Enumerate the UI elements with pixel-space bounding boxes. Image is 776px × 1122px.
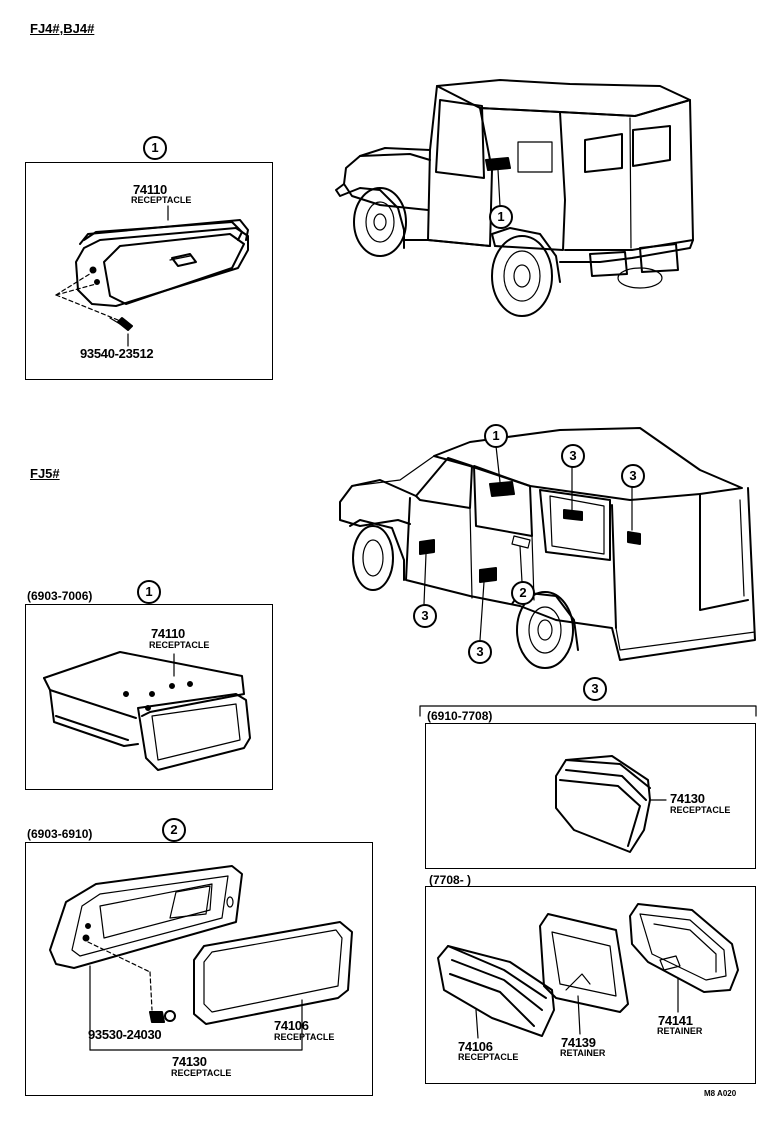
- box-fj4-receptacle: [25, 162, 273, 380]
- fj4-receptacle-illustration: [55, 205, 249, 347]
- part-caption-receptacle-74106-box4: RECEPTACLE: [458, 1052, 519, 1062]
- diagram-code: M8 A020: [704, 1089, 737, 1098]
- box-6903-6910: [25, 842, 373, 1096]
- fj5-mid-receptacle-illustration: [49, 865, 353, 1051]
- callout-3-fj5-vehicle-front: 3: [413, 604, 437, 628]
- part-caption-receptacle-fj5: RECEPTACLE: [149, 640, 210, 650]
- group-header-fj5: FJ5#: [30, 466, 60, 481]
- part-number-74139: 74139: [561, 1035, 596, 1050]
- callout-3-fj5-vehicle-roof-a: 3: [561, 444, 585, 468]
- part-caption-retainer-74141: RETAINER: [657, 1026, 703, 1036]
- fj4-vehicle-illustration: [335, 79, 694, 317]
- range-label-7708: (7708- ): [429, 873, 472, 887]
- callout-1-box-6903-7006: 1: [137, 580, 161, 604]
- part-caption-receptacle-74130-box3: RECEPTACLE: [670, 805, 731, 815]
- callout-1-fj5-vehicle: 1: [484, 424, 508, 448]
- group3-late-parts-illustration: [437, 903, 739, 1039]
- callout-2-box-6903-6910: 2: [162, 818, 186, 842]
- fj5-early-receptacle-illustration: [43, 651, 251, 771]
- fj5-vehicle-illustration: [339, 427, 756, 669]
- callout-3-fj5-vehicle-rear: 3: [468, 640, 492, 664]
- part-caption-receptacle-74106-box2: RECEPTACLE: [274, 1032, 335, 1042]
- callout-3-fj5-vehicle-roof-b: 3: [621, 464, 645, 488]
- group3-bracket: [419, 705, 757, 717]
- range-label-6903-7006: (6903-7006): [27, 589, 93, 603]
- part-caption-retainer-74139: RETAINER: [560, 1048, 606, 1058]
- range-label-6903-6910: (6903-6910): [27, 827, 93, 841]
- group-header-fj4: FJ4#,BJ4#: [30, 21, 95, 36]
- fj5-callout-leaders: [423, 445, 633, 641]
- part-caption-receptacle-fj4: RECEPTACLE: [131, 195, 192, 205]
- box-6903-7006: [25, 604, 273, 790]
- callout-3-group: 3: [583, 677, 607, 701]
- range-label-6910-7708: (6910-7708): [427, 709, 493, 723]
- part-number-93540-23512: 93540-23512: [80, 346, 154, 361]
- part-number-74130-box3: 74130: [670, 791, 705, 806]
- part-number-74106-box4: 74106: [458, 1039, 493, 1054]
- part-number-74130-box2: 74130: [172, 1054, 207, 1069]
- callout-1-fj4-box: 1: [143, 136, 167, 160]
- part-number-93530-24030: 93530-24030: [88, 1027, 162, 1042]
- callout-1-fj4-vehicle: 1: [489, 205, 513, 229]
- part-caption-receptacle-74130-box2: RECEPTACLE: [171, 1068, 232, 1078]
- part-number-74106-box2: 74106: [274, 1018, 309, 1033]
- part-number-74141: 74141: [658, 1013, 693, 1028]
- fj4-callout-leader: [497, 169, 501, 207]
- group3-early-receptacle-illustration: [555, 755, 667, 853]
- part-number-74110-fj4: 74110: [133, 182, 167, 197]
- part-number-74110-fj5: 74110: [151, 626, 185, 641]
- box-6910-7708: [425, 723, 756, 869]
- callout-2-fj5-vehicle: 2: [511, 581, 535, 605]
- box-7708: [425, 886, 756, 1084]
